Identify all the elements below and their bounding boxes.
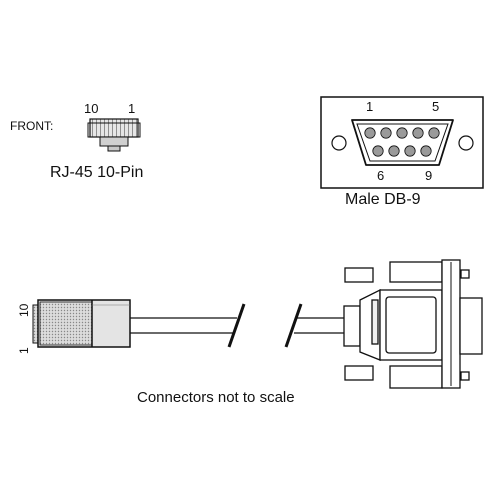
db9-title: Male DB-9 <box>345 191 421 208</box>
db9-right-screw-hole <box>458 135 474 151</box>
scale-note: Connectors not to scale <box>137 389 295 406</box>
cable-break-marks <box>227 303 303 348</box>
db9-pin-9 <box>420 145 432 157</box>
db9-shell <box>351 119 454 166</box>
db9-pin-5-label: 5 <box>432 99 439 114</box>
db9-pin-6-label: 6 <box>377 168 384 183</box>
rj45-pin-10-label: 10 <box>84 101 98 116</box>
db9-frame <box>320 96 484 189</box>
side-pin-10-label: 10 <box>17 303 31 317</box>
db9-side-connector <box>343 259 483 389</box>
db9-shell-inner <box>356 123 449 162</box>
db9-pin-1 <box>364 127 376 139</box>
db9-pin-3 <box>396 127 408 139</box>
db9-pin-6 <box>372 145 384 157</box>
rj45-title: RJ-45 10-Pin <box>50 164 143 181</box>
db9-pin-4 <box>412 127 424 139</box>
db9-pin-9-label: 9 <box>425 168 432 183</box>
rj45-side-plug <box>32 299 131 348</box>
front-label: FRONT: <box>10 119 53 133</box>
db9-pin-7 <box>388 145 400 157</box>
db9-left-screw-hole <box>331 135 347 151</box>
db9-front-view: 1 5 6 9 Male DB-9 <box>320 96 484 208</box>
cable-side-view: 10 1 <box>17 259 483 389</box>
db9-pin-1-label: 1 <box>366 99 373 114</box>
db9-pin-2 <box>380 127 392 139</box>
cable <box>130 317 350 334</box>
db9-pin-8 <box>404 145 416 157</box>
db9-pin-5 <box>428 127 440 139</box>
rj45-front-view: FRONT: 10 1 RJ-45 10-Pin <box>10 101 143 181</box>
rj45-pin-1-label: 1 <box>128 101 135 116</box>
side-pin-1-label: 1 <box>17 347 31 354</box>
rj45-front-plug <box>87 118 141 152</box>
db9-pin-array <box>364 127 440 157</box>
